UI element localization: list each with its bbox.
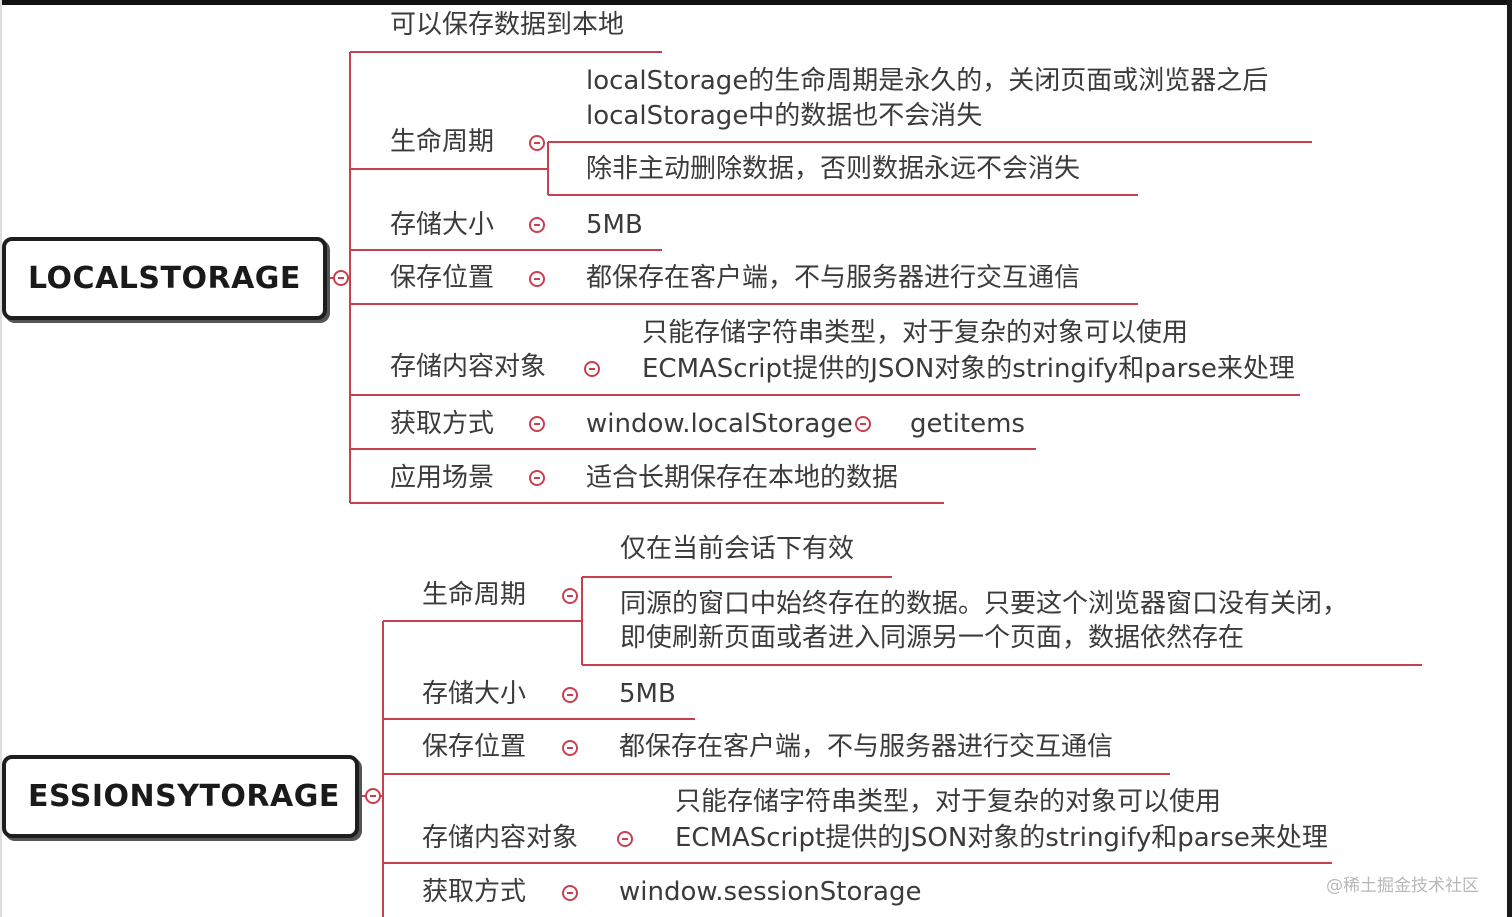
ls-lifecycle-detail-1: localStorage的生命周期是永久的，关闭页面或浏览器之后 <box>586 66 1269 96</box>
ls-size-label: 存储大小 <box>390 210 495 240</box>
ls-location-label: 保存位置 <box>390 263 495 293</box>
left-border <box>0 0 2 917</box>
collapse-icon[interactable] <box>529 217 545 233</box>
collapse-icon[interactable] <box>617 831 633 847</box>
ss-lifecycle-detail-1: 仅在当前会话下有效 <box>620 534 855 564</box>
ls-size-value: 5MB <box>586 210 643 240</box>
ls-access-label: 获取方式 <box>390 409 495 439</box>
ls-lifecycle-detail-2: localStorage中的数据也不会消失 <box>586 101 983 131</box>
ss-content-label: 存储内容对象 <box>422 823 579 853</box>
ss-size-value: 5MB <box>619 679 676 709</box>
collapse-icon[interactable] <box>562 588 578 604</box>
ss-content-line-1: 只能存储字符串类型，对于复杂的对象可以使用 <box>675 787 1222 817</box>
ls-save-local: 可以保存数据到本地 <box>390 10 625 40</box>
ss-content-line-2: ECMAScript提供的JSON对象的stringify和parse来处理 <box>675 823 1328 853</box>
ls-access-method: getitems <box>910 409 1025 439</box>
collapse-icon[interactable] <box>855 416 871 432</box>
ss-location-label: 保存位置 <box>422 732 527 762</box>
ls-content-line-2: ECMAScript提供的JSON对象的stringify和parse来处理 <box>642 354 1295 384</box>
collapse-icon[interactable] <box>562 885 578 901</box>
collapse-icon[interactable] <box>562 687 578 703</box>
ls-scenario-value: 适合长期保存在本地的数据 <box>586 463 899 493</box>
sessionstorage-root-node[interactable]: ESSIONSYTORAGE <box>2 755 359 838</box>
collapse-icon[interactable] <box>529 416 545 432</box>
collapse-icon[interactable] <box>562 740 578 756</box>
top-border <box>0 0 1512 5</box>
collapse-icon[interactable] <box>529 271 545 287</box>
ss-location-value: 都保存在客户端，不与服务器进行交互通信 <box>619 732 1114 762</box>
localstorage-root-label: LOCALSTORAGE <box>28 261 301 296</box>
ls-lifecycle-label: 生命周期 <box>390 127 495 157</box>
ls-scenario-label: 应用场景 <box>390 463 495 493</box>
ss-lifecycle-label: 生命周期 <box>422 580 527 610</box>
ss-lifecycle-detail-3: 即使刷新页面或者进入同源另一个页面，数据依然存在 <box>620 623 1245 653</box>
ls-content-label: 存储内容对象 <box>390 352 547 382</box>
ls-access-value: window.localStorage <box>586 409 853 439</box>
ls-location-value: 都保存在客户端，不与服务器进行交互通信 <box>586 263 1081 293</box>
ls-content-line-1: 只能存储字符串类型，对于复杂的对象可以使用 <box>642 318 1189 348</box>
collapse-icon[interactable] <box>584 361 600 377</box>
collapse-icon[interactable] <box>529 470 545 486</box>
collapse-icon[interactable] <box>333 270 349 286</box>
collapse-icon[interactable] <box>529 135 545 151</box>
ss-lifecycle-detail-2: 同源的窗口中始终存在的数据。只要这个浏览器窗口没有关闭， <box>620 589 1349 619</box>
watermark: @稀土掘金技术社区 <box>1326 876 1479 896</box>
localstorage-root-node[interactable]: LOCALSTORAGE <box>2 237 327 320</box>
ss-access-label: 获取方式 <box>422 877 527 907</box>
ss-size-label: 存储大小 <box>422 679 527 709</box>
ls-lifecycle-detail-3: 除非主动删除数据，否则数据永远不会消失 <box>586 154 1081 184</box>
ss-access-value: window.sessionStorage <box>619 877 922 907</box>
right-border <box>1507 0 1512 917</box>
collapse-icon[interactable] <box>365 788 381 804</box>
sessionstorage-root-label: ESSIONSYTORAGE <box>28 779 340 814</box>
